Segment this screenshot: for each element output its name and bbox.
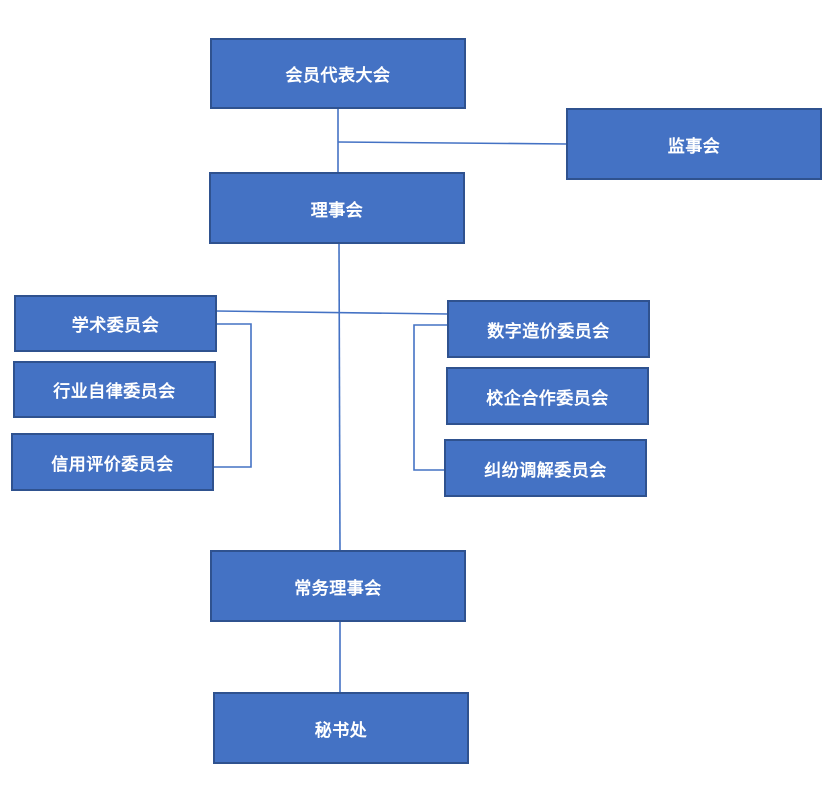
- digital-cost-committee-label: 数字造价委员会: [487, 321, 610, 342]
- supervisory-board-label: 监事会: [667, 136, 721, 157]
- dispute-mediation-committee-label: 纠纷调解委员会: [484, 460, 607, 481]
- standing-council-label: 常务理事会: [294, 578, 382, 599]
- credit-rating-committee-box: 信用评价委员会: [11, 433, 214, 491]
- secretariat-box: 秘书处: [213, 692, 469, 764]
- connector-left-bracket: [214, 323, 252, 468]
- secretariat-label: 秘书处: [314, 720, 368, 741]
- council-box: 理事会: [209, 172, 465, 244]
- connector-council-standing: [338, 241, 341, 552]
- general-assembly-label: 会员代表大会: [285, 66, 391, 86]
- general-assembly-box: 会员代表大会: [210, 38, 466, 109]
- dispute-mediation-committee-box: 纠纷调解委员会: [444, 439, 647, 497]
- digital-cost-committee-box: 数字造价委员会: [447, 300, 650, 358]
- academic-committee-box: 学术委员会: [14, 295, 217, 352]
- self-discipline-committee-label: 行业自律委员会: [53, 382, 176, 402]
- credit-rating-committee-label: 信用评价委员会: [51, 454, 174, 475]
- standing-council-box: 常务理事会: [210, 550, 466, 622]
- connector-committee-bar: [215, 310, 449, 315]
- self-discipline-committee-box: 行业自律委员会: [13, 361, 216, 418]
- council-label: 理事会: [310, 200, 364, 221]
- school-enterprise-committee-box: 校企合作委员会: [446, 367, 649, 425]
- connector-supervisory: [337, 141, 568, 145]
- academic-committee-label: 学术委员会: [71, 316, 160, 336]
- school-enterprise-committee-label: 校企合作委员会: [486, 388, 609, 409]
- supervisory-board-box: 监事会: [566, 108, 822, 180]
- connector-right-bracket: [413, 324, 448, 471]
